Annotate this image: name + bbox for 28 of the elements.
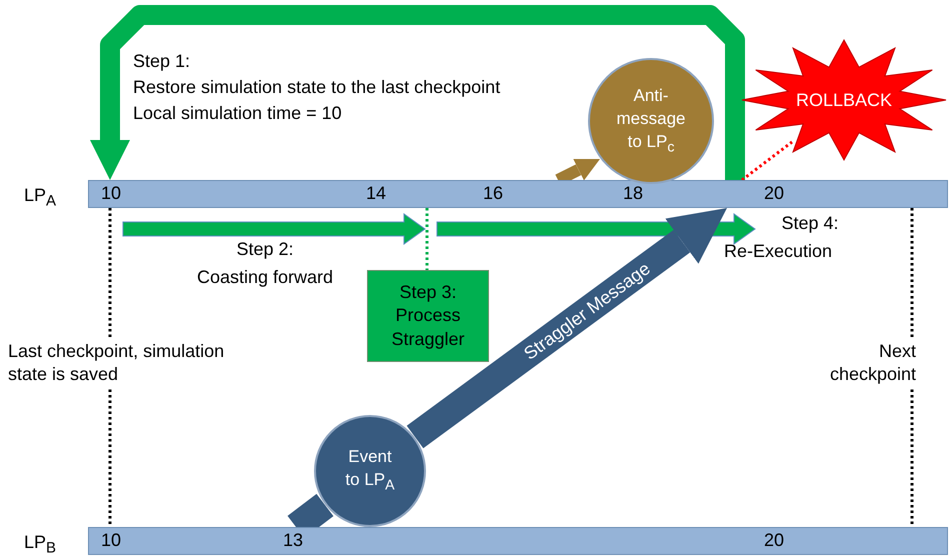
starburst-label: ROLLBACK bbox=[796, 90, 892, 110]
annotation-text: Restore simulation state to the last checkpoint bbox=[133, 76, 500, 99]
dotted-connector bbox=[741, 140, 793, 182]
process-box bbox=[367, 270, 489, 362]
annotation-text: Next checkpoint bbox=[830, 340, 916, 387]
time-tick-label: 10 bbox=[100, 530, 122, 551]
time-tick-label: 20 bbox=[764, 530, 784, 551]
annotation-text: Re-Execution bbox=[722, 240, 834, 263]
time-tick-label: 10 bbox=[100, 183, 122, 204]
time-tick-label: 13 bbox=[282, 530, 304, 551]
annotation-text: Local simulation time = 10 bbox=[133, 102, 342, 125]
time-tick-label: 20 bbox=[764, 183, 784, 204]
dotted-connector bbox=[426, 208, 428, 270]
timeline-bar bbox=[88, 527, 948, 555]
circle-label: Anti-message to LP$_{c}$ bbox=[616, 84, 686, 158]
annotation-text: Step 1: bbox=[133, 50, 190, 73]
annotation-text: Coasting forward bbox=[196, 266, 334, 289]
annotation-text: LP$_{A}$ bbox=[24, 184, 56, 212]
annotation-text: LP$_{B}$ bbox=[24, 531, 56, 556]
annotation-text: Step 4: bbox=[780, 212, 840, 235]
arrow bbox=[90, 5, 745, 180]
timeline-bar bbox=[88, 180, 948, 208]
time-tick-label: 14 bbox=[366, 183, 386, 204]
annotation-text: Step 2: bbox=[235, 238, 295, 261]
circle-label: Event to LP$_{A}$ bbox=[344, 446, 396, 496]
time-tick-label: 18 bbox=[622, 183, 644, 204]
box-label: Step 3: Process Straggler bbox=[390, 280, 466, 351]
time-tick-label: 16 bbox=[482, 183, 504, 204]
